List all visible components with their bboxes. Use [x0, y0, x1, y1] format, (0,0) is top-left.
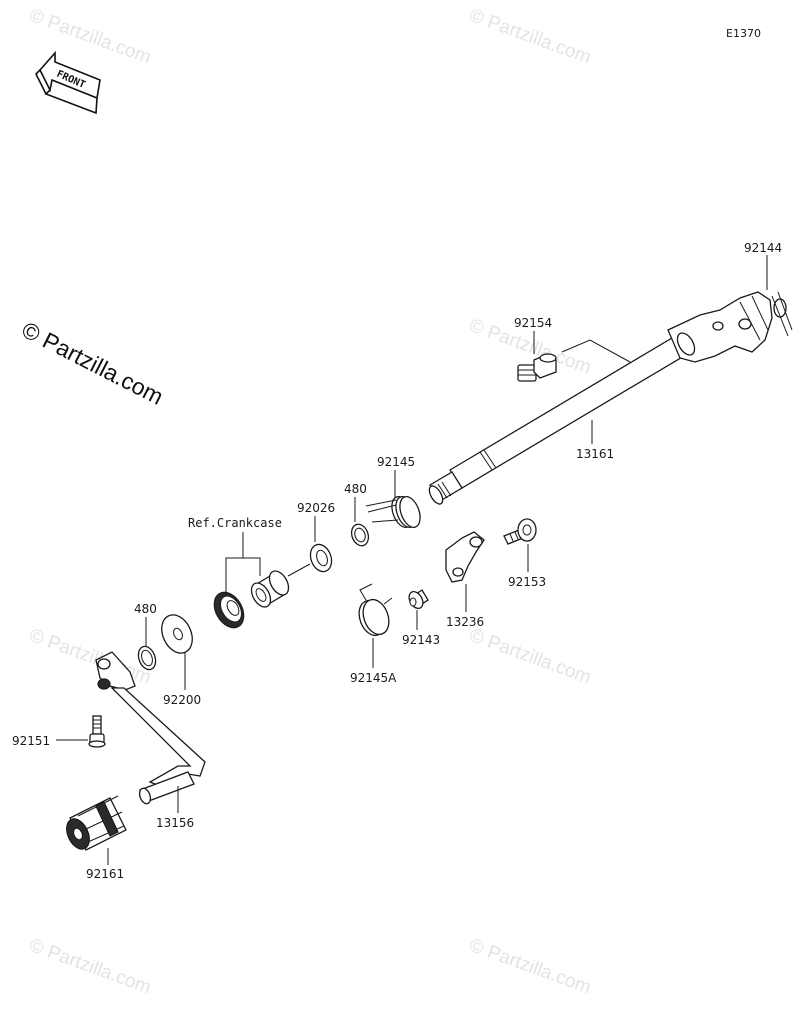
lever-13236	[445, 531, 485, 583]
part-label-13156[interactable]: 13156	[156, 816, 194, 830]
leader-lines	[56, 255, 768, 865]
watermark: © Partzilla.com	[26, 935, 153, 999]
part-label-13236[interactable]: 13236	[446, 615, 484, 629]
part-labels: 92144 92154 13161 92145 480 92026 92153 …	[12, 241, 782, 881]
washer-92026	[309, 543, 333, 573]
part-label-92145[interactable]: 92145	[377, 455, 415, 469]
part-label-13161[interactable]: 13161	[576, 447, 614, 461]
part-label-92153[interactable]: 92153	[508, 575, 546, 589]
shift-shaft	[428, 291, 793, 505]
spring-92145	[365, 496, 421, 528]
bolt-92153	[503, 518, 537, 545]
watermark: © Partzilla.com	[466, 625, 593, 689]
circlip-480-lower	[137, 645, 157, 671]
watermark: © Partzilla.com	[466, 935, 593, 999]
needle-bearing	[250, 570, 290, 608]
watermark-main: © Partzilla.com	[18, 316, 168, 410]
watermark: © Partzilla.com	[26, 625, 153, 689]
bolt-92151	[88, 715, 106, 748]
part-label-92145A[interactable]: 92145A	[350, 671, 397, 685]
part-label-92154[interactable]: 92154	[514, 316, 552, 330]
watermark: © Partzilla.com	[466, 5, 593, 69]
oil-seal	[213, 591, 245, 629]
pin-92154	[517, 353, 557, 382]
washer-92200	[161, 614, 193, 654]
part-label-92143[interactable]: 92143	[402, 633, 440, 647]
part-label-92144[interactable]: 92144	[744, 241, 782, 255]
part-label-480-lower[interactable]: 480	[134, 602, 157, 616]
part-label-92026[interactable]: 92026	[297, 501, 335, 515]
part-label-92200[interactable]: 92200	[163, 693, 201, 707]
circlip-480-upper	[350, 523, 370, 547]
front-arrow-icon: FRONT	[35, 50, 101, 115]
rubber-peg-92161	[66, 795, 127, 851]
collar-92143	[408, 589, 429, 610]
ref-crankcase-label: Ref.Crankcase	[188, 516, 282, 530]
watermark: © Partzilla.com	[26, 5, 153, 69]
part-label-92151[interactable]: 92151	[12, 734, 50, 748]
part-label-480-upper[interactable]: 480	[344, 482, 367, 496]
part-label-92161[interactable]: 92161	[86, 867, 124, 881]
shift-pedal	[95, 651, 206, 805]
spring-92145A	[358, 583, 393, 637]
diagram-code: E1370	[726, 27, 761, 40]
